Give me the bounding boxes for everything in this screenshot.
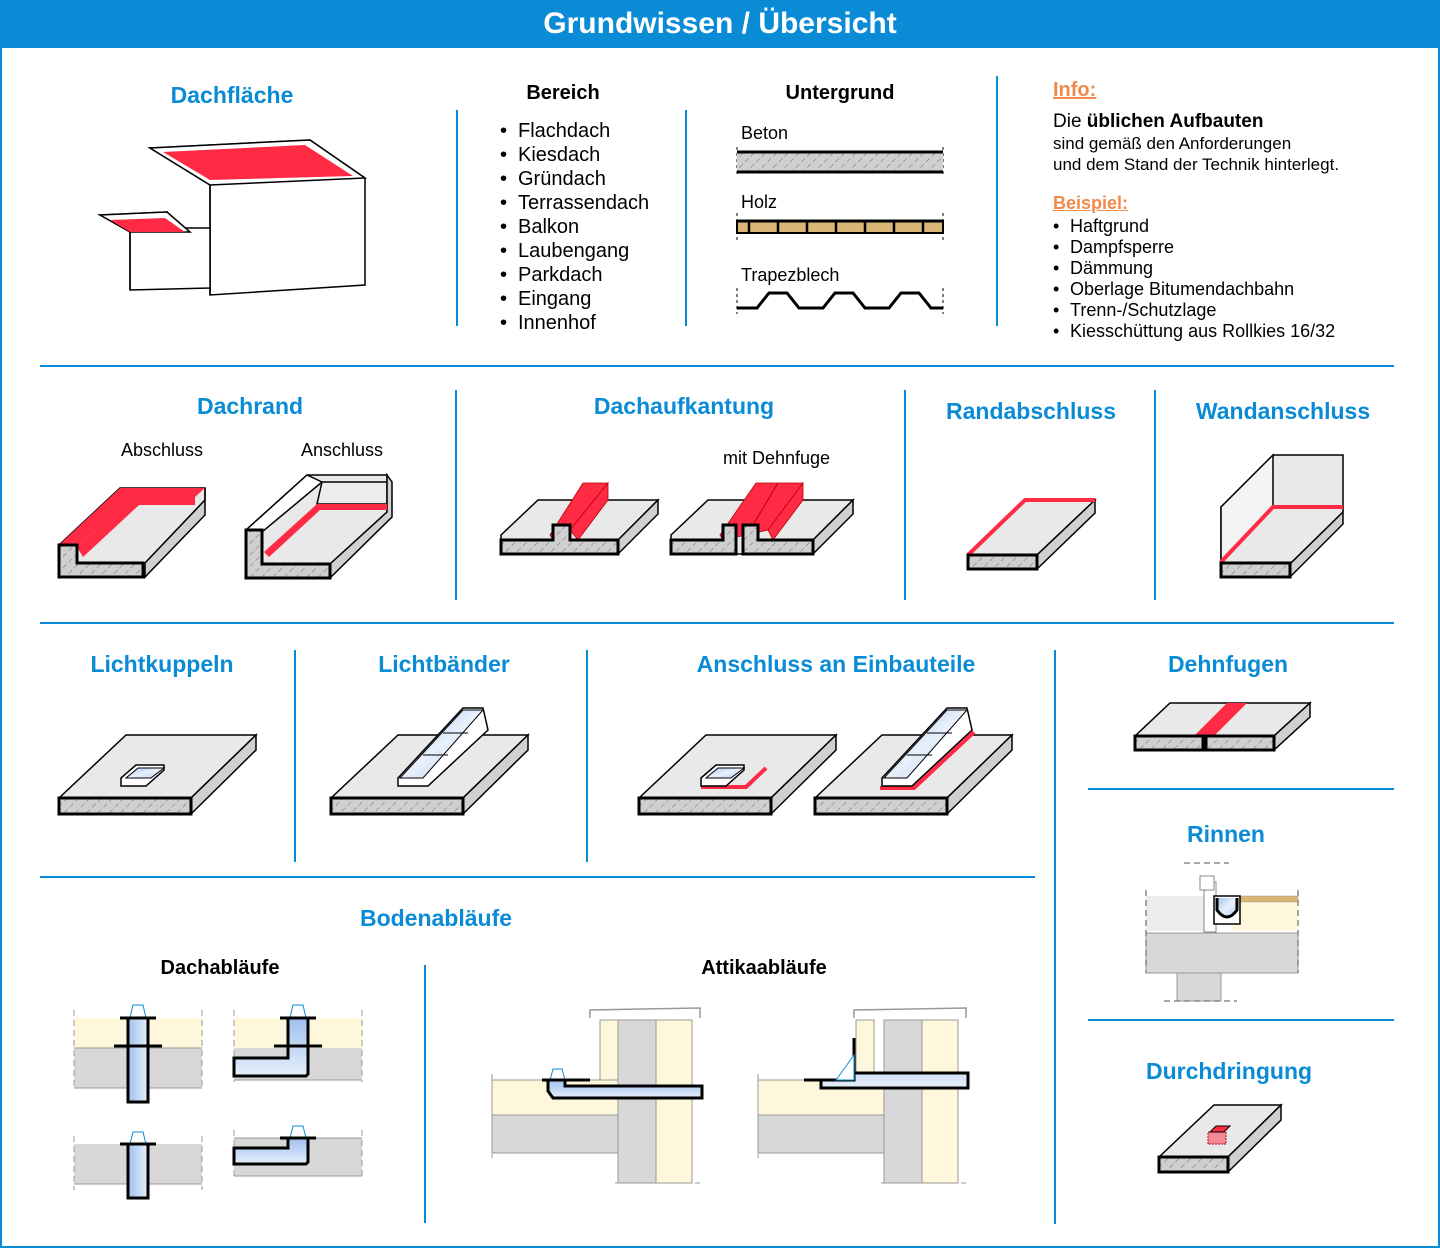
bodenablaeufe-title: Bodenabläufe bbox=[359, 905, 513, 931]
info-text-line3: und dem Stand der Technik hinterlegt. bbox=[1053, 155, 1340, 174]
beispiel-item: Kiesschüttung aus Rollkies 16/32 bbox=[1053, 321, 1413, 342]
beispiel-item: Dampfsperre bbox=[1053, 237, 1413, 258]
holz-section-icon bbox=[736, 213, 944, 241]
dachaufkantung-dehnfuge-illustration bbox=[669, 481, 855, 556]
bereich-item: Laubengang bbox=[498, 239, 649, 263]
einbauteile-title: Anschluss an Einbauteile bbox=[696, 651, 976, 677]
bereich-item: Terrassendach bbox=[498, 191, 649, 215]
bereich-title: Bereich bbox=[526, 82, 600, 104]
section-divider bbox=[1088, 1019, 1394, 1021]
info-text-bold: üblichen Aufbauten bbox=[1086, 111, 1264, 132]
dachrand-abschluss-illustration bbox=[57, 487, 206, 579]
randabschluss-illustration bbox=[966, 498, 1097, 571]
dachablauf-horizontal-illustration bbox=[232, 1125, 363, 1180]
info-heading: Info: bbox=[1053, 79, 1097, 101]
untergrund-beton-label: Beton bbox=[741, 123, 789, 143]
lichtkuppeln-title: Lichtkuppeln bbox=[90, 651, 234, 677]
beispiel-item: Dämmung bbox=[1053, 258, 1413, 279]
section-divider bbox=[1088, 788, 1394, 790]
dachrand-abschluss-label: Abschluss bbox=[121, 440, 204, 460]
info-text-pre: Die bbox=[1053, 111, 1087, 132]
bereich-item: Flachdach bbox=[498, 119, 649, 143]
bereich-item: Innenhof bbox=[498, 311, 649, 335]
lichtkuppel-illustration bbox=[57, 733, 258, 816]
durchdringung-title: Durchdringung bbox=[1145, 1058, 1313, 1084]
dachablaeufe-title: Dachabläufe bbox=[160, 957, 280, 979]
divider bbox=[456, 110, 458, 326]
divider bbox=[685, 110, 687, 326]
beispiel-item: Trenn-/Schutzlage bbox=[1053, 300, 1413, 321]
untergrund-holz-label: Holz bbox=[741, 192, 778, 212]
attikaablauf-seitlich-illustration bbox=[757, 1007, 970, 1184]
beton-section-icon bbox=[736, 147, 944, 177]
trapezblech-section-icon bbox=[736, 288, 944, 314]
durchdringung-illustration bbox=[1157, 1103, 1283, 1174]
dachaufkantung-title: Dachaufkantung bbox=[593, 393, 775, 419]
dachaufkantung-illustration bbox=[499, 481, 660, 556]
page-header: Grundwissen / Übersicht bbox=[0, 0, 1440, 48]
dachaufkantung-dehnfuge-label: mit Dehnfuge bbox=[723, 448, 831, 468]
dachrand-title: Dachrand bbox=[196, 393, 304, 419]
section-divider bbox=[40, 876, 1035, 878]
dachablauf-vertical-illustration bbox=[73, 1131, 203, 1200]
untergrund-title: Untergrund bbox=[785, 82, 895, 104]
einbauteil-lichtband-illustration bbox=[813, 707, 1014, 816]
dachflaeche-title: Dachfläche bbox=[170, 82, 294, 108]
section-divider bbox=[40, 365, 1394, 367]
bereich-list: Flachdach Kiesdach Gründach Terrassendac… bbox=[498, 119, 649, 335]
divider bbox=[1054, 650, 1056, 1224]
divider bbox=[996, 76, 998, 326]
bereich-item: Parkdach bbox=[498, 263, 649, 287]
section-divider bbox=[40, 622, 1394, 624]
dachrand-anschluss-illustration bbox=[244, 472, 393, 580]
bereich-item: Balkon bbox=[498, 215, 649, 239]
divider bbox=[294, 650, 296, 862]
dachrand-anschluss-label: Anschluss bbox=[301, 440, 384, 460]
attikaablaeufe-title: Attikaabläufe bbox=[701, 957, 827, 979]
divider bbox=[1154, 390, 1156, 600]
beispiel-item: Oberlage Bitumendachbahn bbox=[1053, 279, 1413, 300]
beispiel-heading: Beispiel: bbox=[1053, 193, 1129, 213]
dachablauf-vertical-insulated-illustration bbox=[73, 1004, 203, 1104]
divider bbox=[455, 390, 457, 600]
attikaablauf-gully-illustration bbox=[491, 1007, 704, 1184]
beispiel-list: Haftgrund Dampfsperre Dämmung Oberlage B… bbox=[1053, 216, 1413, 342]
dachflaeche-illustration bbox=[97, 139, 368, 296]
divider bbox=[424, 965, 426, 1223]
bereich-item: Eingang bbox=[498, 287, 649, 311]
rinnen-title: Rinnen bbox=[1187, 821, 1265, 847]
divider bbox=[904, 390, 906, 600]
wandanschluss-illustration bbox=[1219, 453, 1344, 579]
dachablauf-horizontal-insulated-illustration bbox=[232, 1004, 363, 1082]
divider bbox=[586, 650, 588, 862]
rinnen-illustration bbox=[1145, 862, 1299, 1002]
bereich-item: Gründach bbox=[498, 167, 649, 191]
randabschluss-title: Randabschluss bbox=[946, 398, 1116, 424]
info-panel: Info: Die üblichen Aufbauten sind gemäß … bbox=[1053, 80, 1413, 342]
dehnfugen-illustration bbox=[1133, 701, 1312, 752]
untergrund-trapezblech-label: Trapezblech bbox=[741, 265, 840, 285]
info-text-line2: sind gemäß den Anforderungen bbox=[1053, 134, 1292, 153]
dehnfugen-title: Dehnfugen bbox=[1167, 651, 1289, 677]
lichtbaender-title: Lichtbänder bbox=[378, 651, 510, 677]
beispiel-item: Haftgrund bbox=[1053, 216, 1413, 237]
einbauteil-lichtkuppel-illustration bbox=[637, 733, 838, 816]
lichtband-illustration bbox=[329, 707, 530, 816]
wandanschluss-title: Wandanschluss bbox=[1195, 398, 1371, 424]
bereich-item: Kiesdach bbox=[498, 143, 649, 167]
